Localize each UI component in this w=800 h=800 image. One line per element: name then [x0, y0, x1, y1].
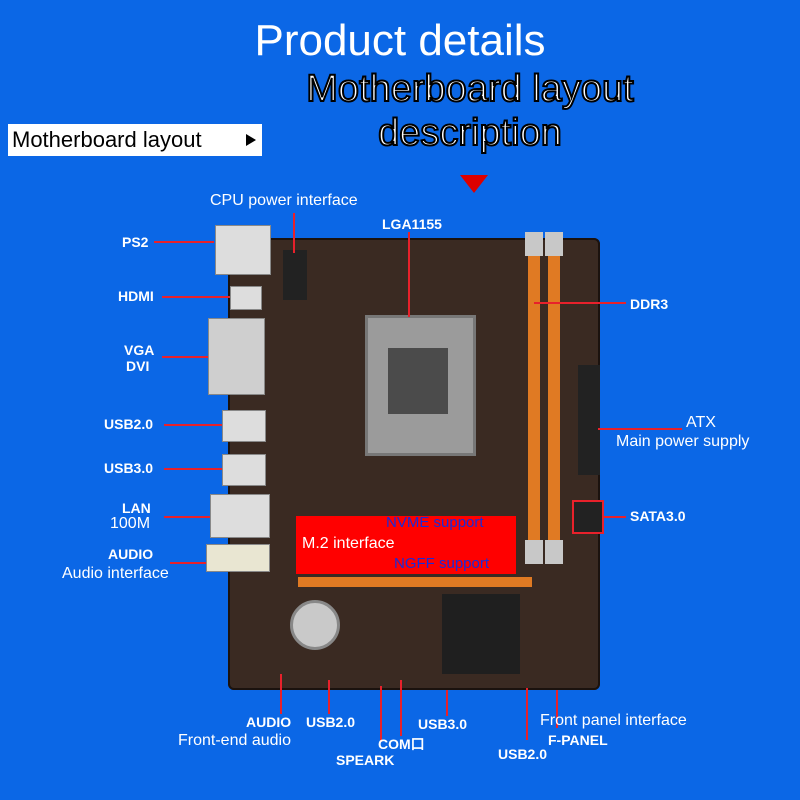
down-triangle-icon [460, 175, 488, 193]
ram-latch-1 [525, 232, 543, 256]
cpu-power-label: CPU power interface [210, 192, 358, 209]
vga-callout-line [162, 356, 208, 358]
speark-label: SPEARK [336, 752, 395, 768]
usb20-bottom2-callout-line [526, 688, 528, 740]
ram-latch-4 [545, 540, 563, 564]
fpanel-label: F-PANEL [548, 732, 608, 748]
audio-bottom-callout-line [280, 674, 282, 714]
lga-label: LGA1155 [382, 216, 442, 232]
atx-label: ATX [686, 414, 716, 431]
dvi-label: DVI [126, 358, 150, 374]
audio-interface-label: Audio interface [62, 565, 169, 582]
fpanel-callout-line [556, 690, 558, 728]
cpu-power-connector [283, 250, 307, 300]
ram-slot-2 [548, 240, 560, 560]
hdmi-callout-line [162, 296, 230, 298]
ngff-support-label: NGFF support [394, 555, 490, 572]
lga-callout-line [408, 232, 410, 317]
usb30-bottom-label: USB3.0 [418, 716, 468, 732]
sata-connector [572, 500, 604, 534]
audio-bottom-label: AUDIO [246, 714, 292, 730]
usb20-bottom2-label: USB2.0 [498, 746, 548, 762]
usb30-port [222, 454, 266, 486]
front-panel-interface-label: Front panel interface [540, 712, 687, 729]
usb30-callout-line [164, 468, 222, 470]
ram-latch-2 [545, 232, 563, 256]
cpu-socket [365, 315, 476, 456]
com-callout-line [400, 680, 402, 736]
hdmi-label: HDMI [118, 288, 154, 304]
vga-label: VGA [124, 342, 155, 358]
ps2-port [215, 225, 271, 275]
sata-callout-line [602, 516, 626, 518]
lan-speed-label: 100M [110, 515, 151, 532]
audio-port [206, 544, 270, 572]
cpu-power-callout-line [293, 213, 295, 253]
usb20-left-label: USB2.0 [104, 416, 154, 432]
chipset-heatsink [442, 594, 520, 674]
ps2-label: PS2 [122, 234, 149, 250]
ram-slot-1 [528, 240, 540, 560]
ram-latch-3 [525, 540, 543, 564]
front-end-audio-label: Front-end audio [178, 732, 291, 749]
subtitle-line2: description [377, 111, 563, 155]
com-label: COM口 [378, 736, 425, 752]
sata-label: SATA3.0 [630, 508, 686, 524]
usb20-callout-line [164, 424, 222, 426]
motherboard-image [228, 238, 600, 690]
lan-port [210, 494, 270, 538]
atx-connector [578, 365, 600, 475]
usb30-left-label: USB3.0 [104, 460, 154, 476]
lan-label: LAN [122, 500, 151, 516]
section-tag-label: Motherboard layout [12, 127, 202, 152]
speark-callout-line [380, 686, 382, 742]
nvme-support-label: NVME support [386, 514, 484, 531]
usb20-port [222, 410, 266, 442]
vga-dvi-port [208, 318, 265, 395]
ps2-callout-line [154, 241, 214, 243]
m2-interface-label: M.2 interface [302, 535, 395, 552]
usb30-bottom-callout-line [446, 690, 448, 716]
hdmi-port [230, 286, 262, 310]
audio-label: AUDIO [108, 546, 154, 562]
subtitle-line1: Motherboard layout [305, 67, 634, 111]
usb20-bottom-label: USB2.0 [306, 714, 356, 730]
cmos-battery [290, 600, 340, 650]
pcie-slot [298, 577, 532, 587]
ddr3-callout-line [534, 302, 626, 304]
play-arrow-icon [246, 134, 256, 146]
usb20-bottom-callout-line [328, 680, 330, 714]
audio-callout-line [170, 562, 206, 564]
atx-callout-line [598, 428, 682, 430]
m2-highlight [296, 516, 516, 574]
page-title: Product details [254, 16, 546, 65]
cpu-chip [388, 348, 448, 414]
section-tag: Motherboard layout [8, 124, 262, 156]
atx-main-power-label: Main power supply [616, 433, 750, 450]
lan-callout-line [164, 516, 210, 518]
ddr3-label: DDR3 [630, 296, 669, 312]
